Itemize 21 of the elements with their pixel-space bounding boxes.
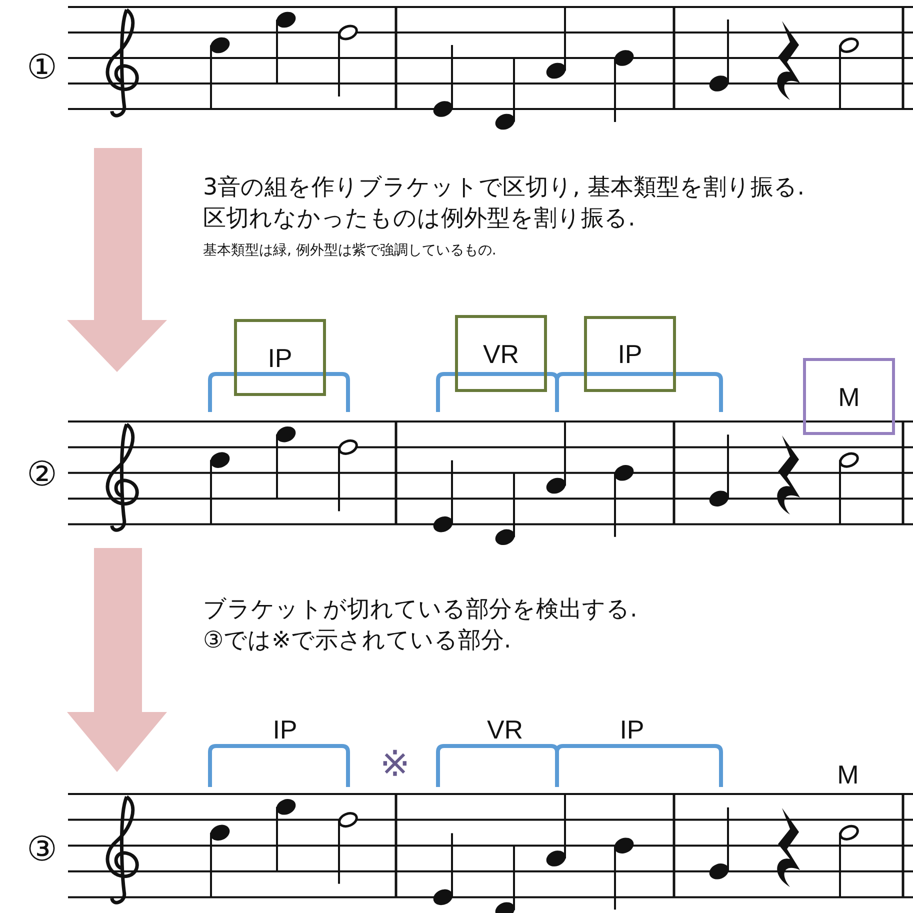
note-text: 基本類型は緑, 例外型は紫で強調しているもの. bbox=[203, 243, 496, 259]
pattern-box bbox=[234, 319, 326, 396]
step-number: ③ bbox=[26, 831, 58, 869]
instruction-text: ブラケットが切れている部分を検出する. bbox=[203, 597, 638, 623]
pattern-label: IP bbox=[268, 344, 292, 370]
pattern-label: M bbox=[838, 384, 860, 410]
reference-mark: ※ bbox=[380, 745, 410, 785]
pattern-box bbox=[584, 316, 676, 392]
instruction-text: 3音の組を作りブラケットで区切り, 基本類型を割り振る. bbox=[203, 175, 805, 201]
pattern-label: VR bbox=[482, 340, 520, 366]
instruction-text: ③では※で示されている部分. bbox=[203, 628, 512, 654]
pattern-label: IP bbox=[620, 716, 644, 744]
pattern-label: IP bbox=[272, 716, 298, 744]
step-number: ① bbox=[26, 49, 58, 87]
pattern-label: IP bbox=[618, 341, 642, 367]
pattern-box bbox=[455, 315, 547, 392]
pattern-label: M bbox=[837, 760, 859, 790]
pattern-box bbox=[803, 358, 895, 435]
instruction-text: 区切れなかったものは例外型を割り振る. bbox=[203, 206, 636, 232]
step-number: ② bbox=[26, 456, 58, 494]
pattern-label: VR bbox=[486, 716, 524, 744]
